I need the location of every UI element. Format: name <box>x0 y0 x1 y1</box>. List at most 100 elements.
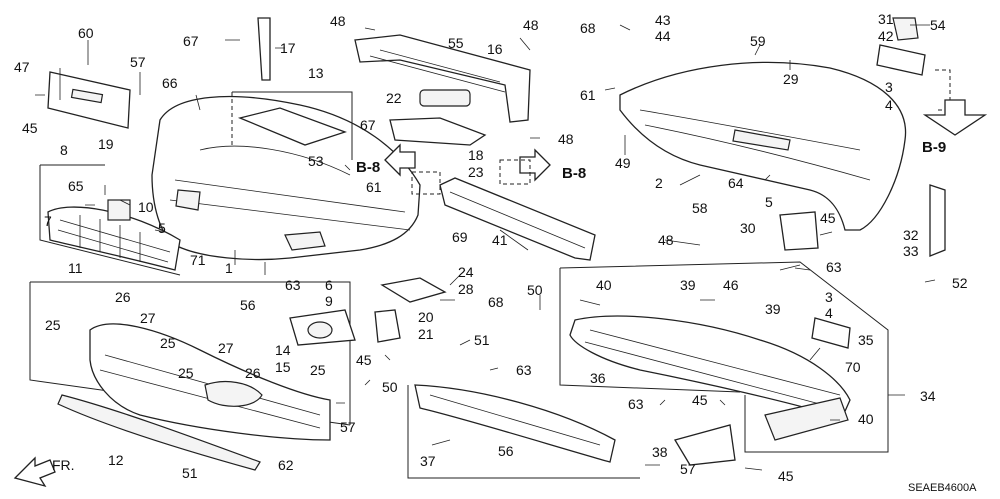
callout-45e: 45 <box>778 468 794 484</box>
callout-46: 46 <box>723 277 739 293</box>
callout-57a: 57 <box>130 54 146 70</box>
callout-9: 9 <box>325 293 333 309</box>
leader-lines <box>35 24 936 471</box>
callout-5b: 5 <box>765 194 773 210</box>
bracket-24 <box>380 277 447 303</box>
callout-64: 64 <box>728 175 744 191</box>
ref-b8-right: B-8 <box>562 165 586 182</box>
ref-b9: B-9 <box>922 139 946 156</box>
callout-25a: 25 <box>45 317 61 333</box>
callout-35: 35 <box>858 332 874 348</box>
callout-69: 69 <box>452 229 468 245</box>
callout-2: 2 <box>655 175 663 191</box>
callout-57c: 57 <box>680 461 696 477</box>
rear-lower-panel-group <box>559 261 889 453</box>
spacer-lower <box>811 317 851 349</box>
bracket-38 <box>674 424 736 466</box>
callout-14: 14 <box>275 342 291 358</box>
callout-61a: 61 <box>580 87 596 103</box>
callout-29: 29 <box>783 71 799 87</box>
callout-3a: 3 <box>885 79 893 95</box>
callout-25d: 25 <box>310 362 326 378</box>
ref-b8-box-right <box>499 159 531 185</box>
ref-b8-arrow-left <box>384 143 416 177</box>
spacer-upper <box>876 44 926 76</box>
callout-56a: 56 <box>240 297 256 313</box>
callout-51a: 51 <box>474 332 490 348</box>
callout-21: 21 <box>418 326 434 342</box>
ref-b8-arrow-right <box>519 148 551 182</box>
callout-45b: 45 <box>820 210 836 226</box>
callout-1: 1 <box>225 260 233 276</box>
front-direction-arrow <box>13 456 56 488</box>
callout-37: 37 <box>420 453 436 469</box>
callout-54: 54 <box>930 17 946 33</box>
callout-58: 58 <box>692 200 708 216</box>
callout-18: 18 <box>468 147 484 163</box>
callout-25b: 25 <box>160 335 176 351</box>
callout-63a: 63 <box>285 277 301 293</box>
callout-68b: 68 <box>488 294 504 310</box>
callout-32: 32 <box>903 227 919 243</box>
clip-31 <box>892 17 919 41</box>
callout-56b: 56 <box>498 443 514 459</box>
bracket-20 <box>374 309 401 343</box>
callout-59: 59 <box>750 33 766 49</box>
callout-labels: 1 2 3 4 3 4 5 5 6 7 8 9 10 11 12 13 14 1… <box>14 11 968 484</box>
callout-62: 62 <box>278 457 294 473</box>
callout-61b: 61 <box>366 179 382 195</box>
callout-31: 31 <box>878 11 894 27</box>
callout-67b: 67 <box>360 117 376 133</box>
callout-10: 10 <box>138 199 154 215</box>
callout-30: 30 <box>740 220 756 236</box>
callout-63b: 63 <box>516 362 532 378</box>
callout-47: 47 <box>14 59 30 75</box>
callout-60: 60 <box>78 25 94 41</box>
callout-12: 12 <box>108 452 124 468</box>
ref-b8-box-left <box>411 171 441 195</box>
callout-42: 42 <box>878 28 894 44</box>
front-bumper <box>151 95 421 261</box>
callout-40a: 40 <box>596 277 612 293</box>
callout-45d: 45 <box>692 392 708 408</box>
callout-5a: 5 <box>158 220 166 236</box>
callout-26b: 26 <box>245 365 261 381</box>
ref-b9-arrow <box>922 99 988 136</box>
callout-20: 20 <box>418 309 434 325</box>
callout-43: 43 <box>655 12 671 28</box>
upper-bracket-group <box>231 91 353 160</box>
callout-40b: 40 <box>858 411 874 427</box>
grille-assembly <box>39 164 181 276</box>
callout-27b: 27 <box>218 340 234 356</box>
callout-48d: 48 <box>658 232 674 248</box>
callout-63d: 63 <box>826 259 842 275</box>
callout-17: 17 <box>280 40 296 56</box>
callout-45a: 45 <box>22 120 38 136</box>
actuator-22 <box>419 89 471 107</box>
callout-65: 65 <box>68 178 84 194</box>
callout-3b: 3 <box>825 289 833 305</box>
callout-57b: 57 <box>340 419 356 435</box>
callout-22: 22 <box>386 90 402 106</box>
under-strip <box>57 394 261 471</box>
callout-4a: 4 <box>885 97 893 113</box>
fog-bezel-hole <box>307 321 333 339</box>
callout-48c: 48 <box>558 131 574 147</box>
rear-bumper <box>619 61 907 231</box>
ref-b8-left: B-8 <box>356 159 380 176</box>
callout-16: 16 <box>487 41 503 57</box>
callout-13: 13 <box>308 65 324 81</box>
callout-71: 71 <box>190 252 206 268</box>
callout-4b: 4 <box>825 305 833 321</box>
rear-under-spoiler <box>407 384 640 479</box>
callout-45c: 45 <box>356 352 372 368</box>
callout-25c: 25 <box>178 365 194 381</box>
upper-beam <box>354 34 531 123</box>
plate-slot <box>70 88 104 104</box>
callout-36: 36 <box>590 370 606 386</box>
callout-39a: 39 <box>680 277 696 293</box>
callout-51b: 51 <box>182 465 198 481</box>
callout-26a: 26 <box>115 289 131 305</box>
callout-44: 44 <box>655 28 671 44</box>
